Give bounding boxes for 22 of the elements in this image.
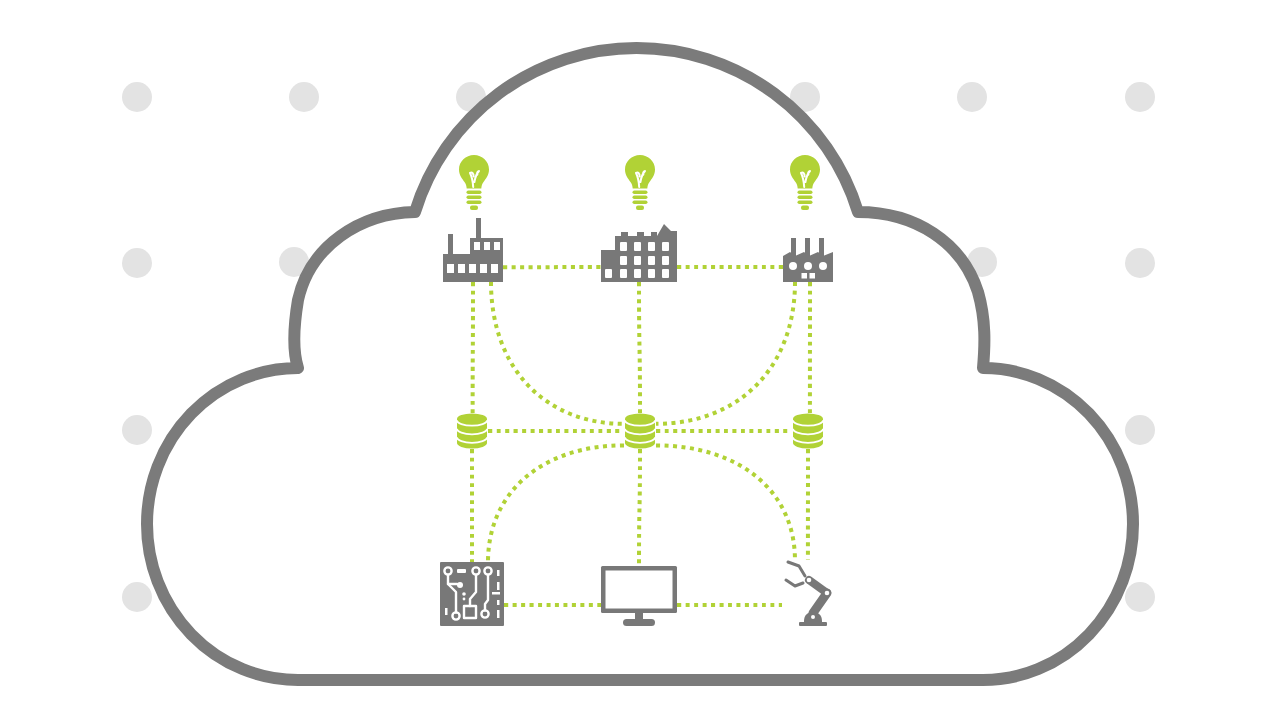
factory-icon — [443, 218, 503, 282]
dotted-connector — [470, 449, 474, 562]
lightbulb-icon — [458, 154, 490, 210]
dotted-connector — [470, 282, 475, 413]
dotted-connector — [805, 449, 810, 560]
factory-icon — [783, 238, 833, 282]
dotted-connector — [489, 281, 625, 426]
cloud-outline — [141, 42, 1139, 686]
dotted-connector — [637, 282, 642, 413]
monitor-icon — [601, 566, 677, 626]
building-icon — [601, 222, 677, 282]
lightbulb-icon — [624, 154, 656, 210]
circuit-board-icon — [440, 562, 504, 626]
dotted-connector — [677, 602, 782, 607]
dotted-connector — [637, 449, 642, 566]
dotted-connector — [677, 265, 783, 270]
dotted-connector — [486, 443, 625, 563]
dotted-connector — [503, 265, 601, 270]
lightbulb-icon — [789, 154, 821, 210]
dotted-connector — [807, 282, 812, 413]
dotted-connector — [504, 602, 601, 607]
dotted-connector — [655, 281, 797, 426]
